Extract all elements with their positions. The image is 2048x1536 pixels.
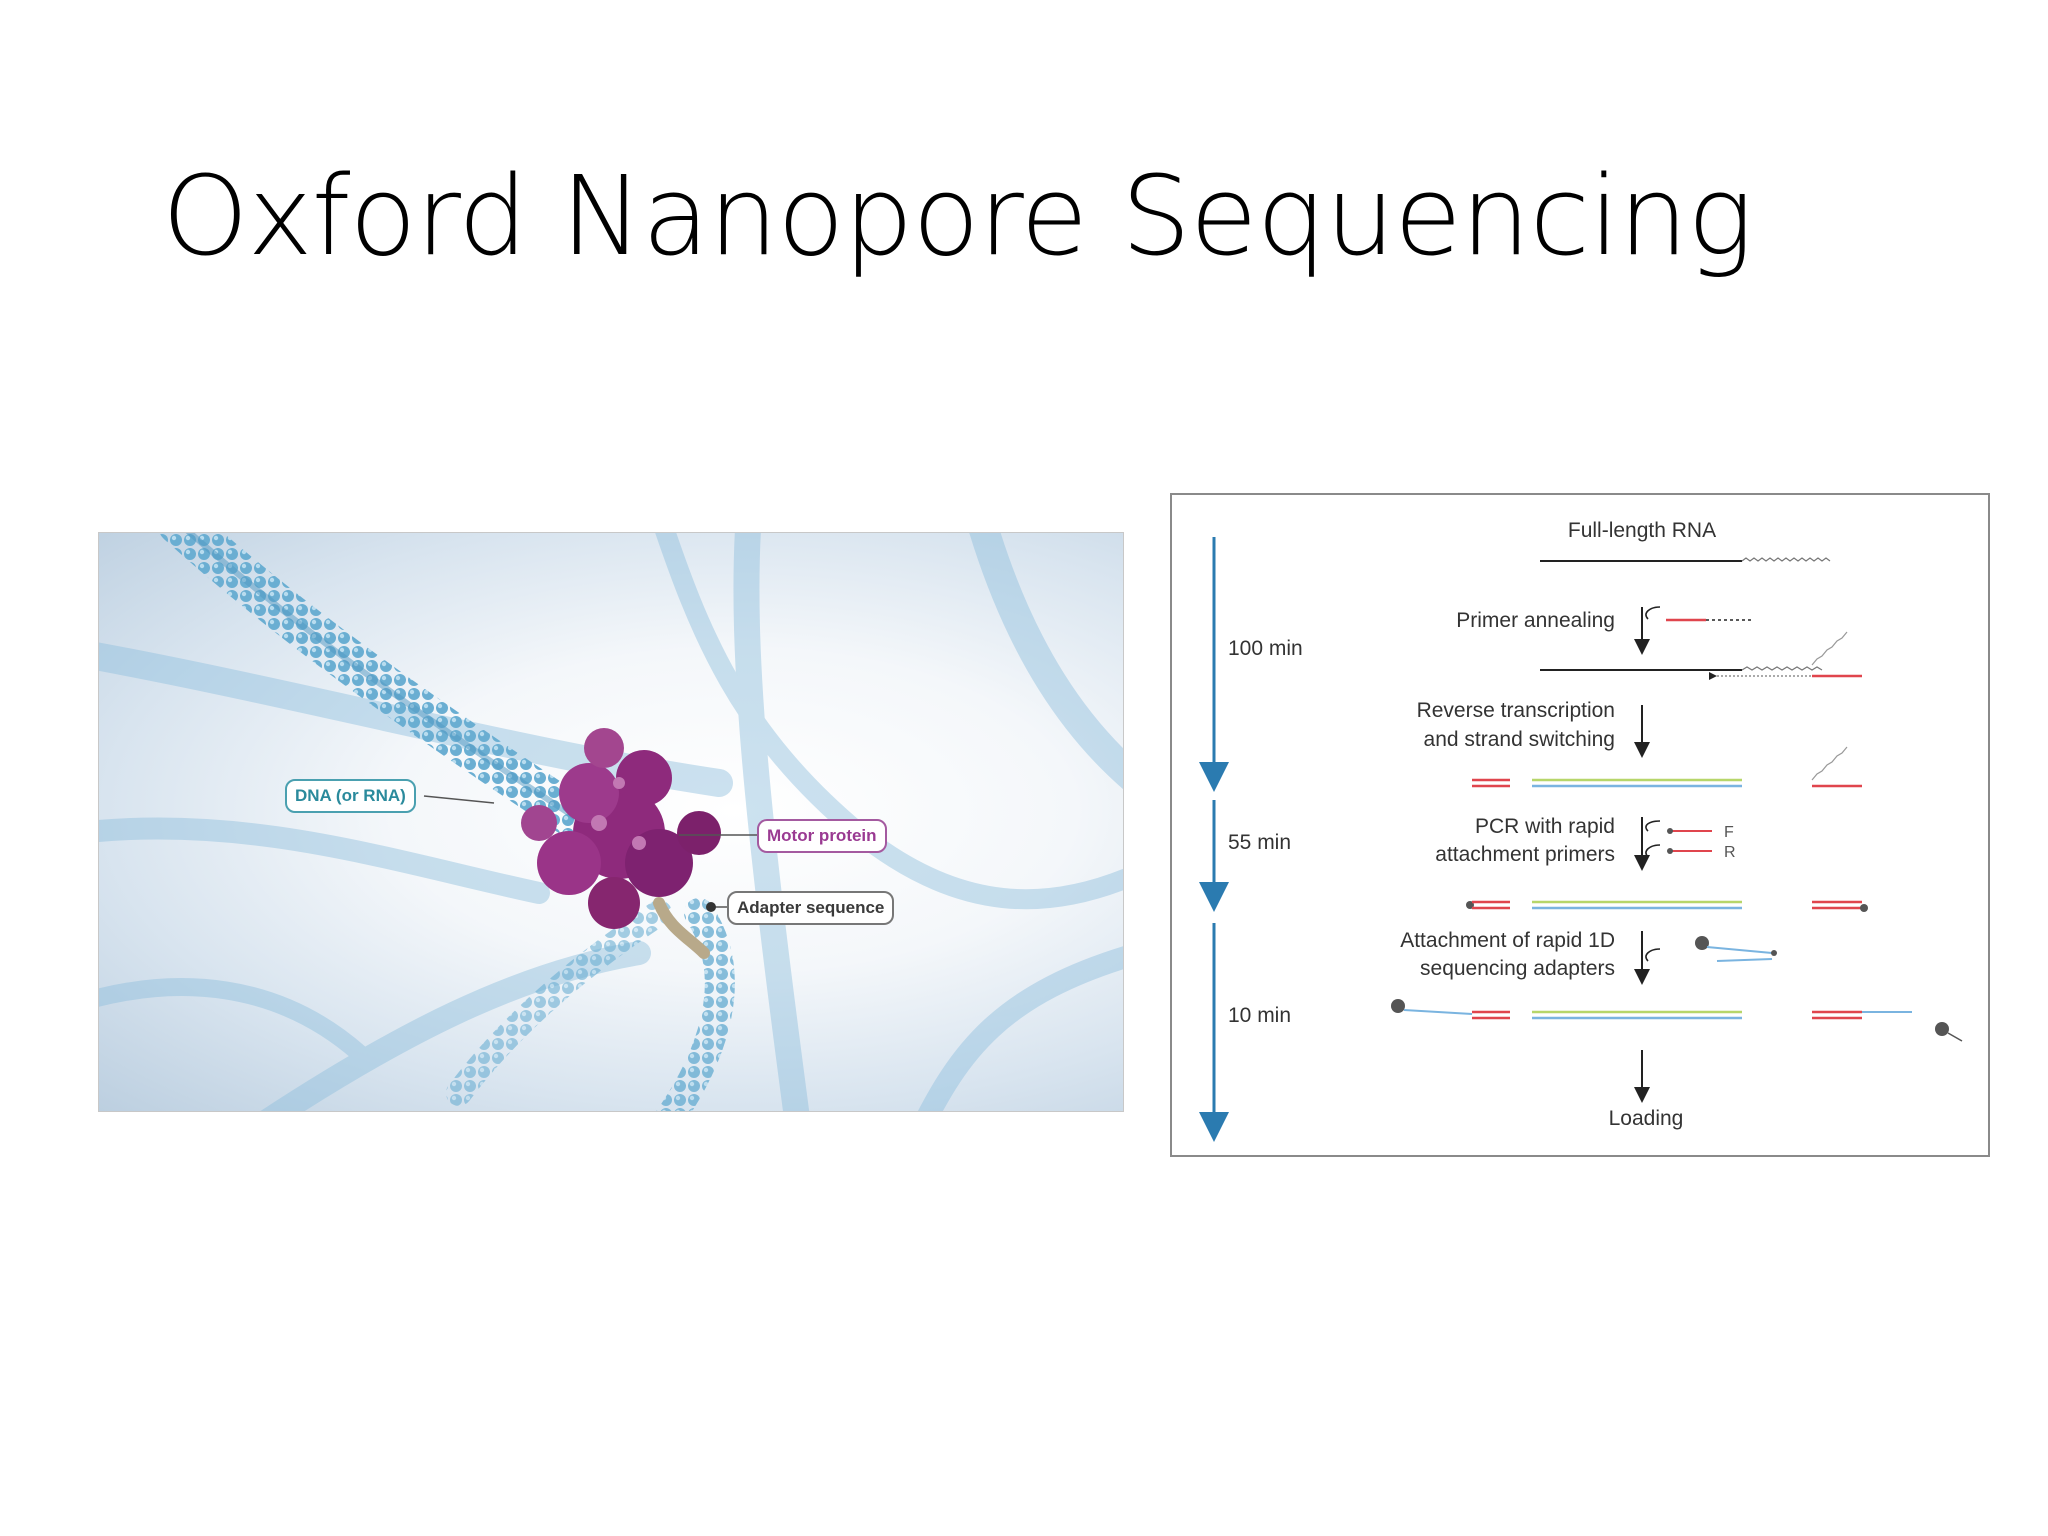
slide-title: Oxford Nanopore Sequencing: [162, 152, 1753, 280]
step-3-line-1: PCR with rapid: [1475, 815, 1615, 838]
full-length-rna-label: Full-length RNA: [1568, 519, 1716, 542]
motor-protein-blob: [521, 728, 721, 929]
step-2-line-1: Reverse transcription: [1417, 699, 1615, 722]
adapter-sequence-label: Adapter sequence: [727, 891, 895, 925]
step-4-line-1: Attachment of rapid 1D: [1400, 929, 1615, 952]
primer-forward-label: F: [1724, 824, 1734, 841]
dna-label: DNA (or RNA): [285, 779, 416, 813]
protocol-workflow-diagram: 100 min 55 min 10 min Full-length RNA Pr…: [1170, 493, 1990, 1157]
motor-protein-illustration: DNA (or RNA) Motor protein Adapter seque…: [98, 532, 1124, 1112]
loading-label: Loading: [1609, 1107, 1684, 1130]
step-2-line-2: and strand switching: [1424, 728, 1615, 751]
step-3-line-2: attachment primers: [1435, 843, 1615, 866]
workflow-canvas: 100 min 55 min 10 min Full-length RNA Pr…: [1199, 519, 1963, 1142]
step-4-line-2: sequencing adapters: [1420, 957, 1615, 980]
molecule-schematics: F R: [1391, 557, 1963, 1042]
duration-3: 10 min: [1228, 1004, 1291, 1027]
primer-reverse-label: R: [1724, 844, 1736, 861]
duration-2: 55 min: [1228, 831, 1291, 854]
step-1-line-1: Primer annealing: [1456, 609, 1615, 632]
motor-protein-label: Motor protein: [757, 819, 887, 853]
duration-1: 100 min: [1228, 637, 1303, 660]
illustration-canvas: [99, 533, 1123, 1111]
